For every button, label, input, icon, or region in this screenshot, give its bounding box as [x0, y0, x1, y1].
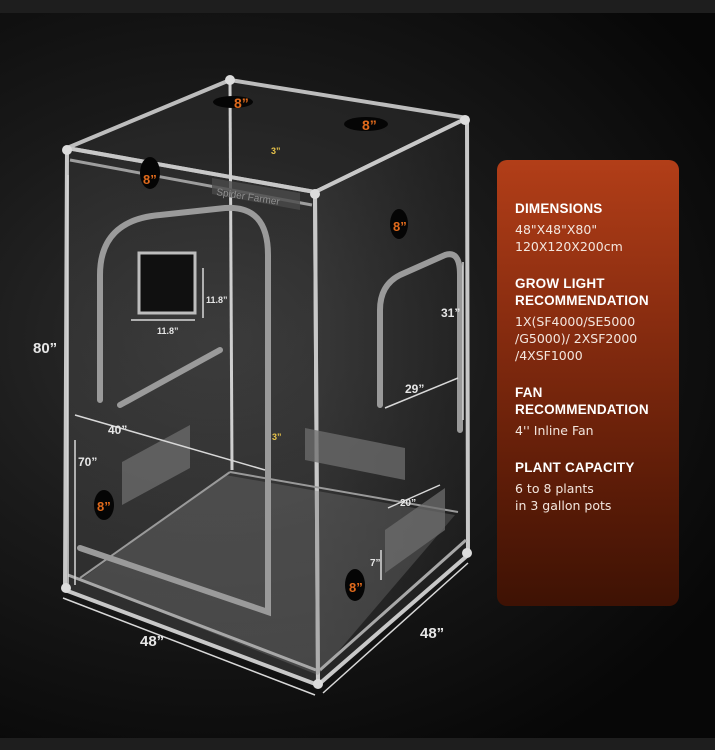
- spec-title: GROW LIGHT RECOMMENDATION: [515, 276, 649, 308]
- spec-body: 48"X48"X80" 120X120X200cm: [515, 222, 623, 254]
- side-vent: [385, 488, 445, 573]
- spec-title: FAN RECOMMENDATION: [515, 385, 649, 417]
- port-side-lower: [345, 569, 365, 601]
- dimension-lines: [62, 175, 469, 696]
- back-vent: [305, 428, 405, 480]
- port-top-left-label: 8”: [234, 95, 249, 111]
- spec-plant-capacity: PLANT CAPACITY 6 to 8 plants in 3 gallon…: [515, 459, 679, 514]
- door-height-label: 70”: [78, 455, 97, 469]
- height-label: 80”: [33, 340, 57, 357]
- spec-body: 4'' Inline Fan: [515, 423, 594, 438]
- side-door-outline: [377, 251, 463, 433]
- spec-body: 1X(SF4000/SE5000 /G5000)/ 2XSF2000 /4XSF…: [515, 314, 638, 363]
- back-pole: [228, 81, 234, 471]
- spec-grow-light: GROW LIGHT RECOMMENDATION 1X(SF4000/SE50…: [515, 275, 679, 364]
- top-bar: [0, 0, 715, 13]
- window-width-label: 11.8”: [157, 326, 179, 336]
- port-mid-label: 3”: [272, 432, 282, 442]
- port-front-lower-label: 8”: [97, 499, 111, 514]
- port-side-upper-label: 8”: [393, 219, 407, 234]
- side-door-height-label: 31”: [441, 306, 460, 320]
- port-top-right-label: 8”: [362, 117, 377, 133]
- vent-width-label: 20”: [400, 498, 416, 509]
- door-zipper-flap: [117, 347, 223, 408]
- side-bottom-rail: [319, 538, 467, 672]
- front-bottom-rail: [67, 573, 317, 672]
- spec-panel: DIMENSIONS 48"X48"X80" 120X120X200cm GRO…: [497, 160, 679, 606]
- side-width-label: 48”: [420, 625, 444, 642]
- port-side-upper: [390, 209, 408, 239]
- port-top-mid-label: 3”: [271, 146, 281, 156]
- spec-body: 6 to 8 plants in 3 gallon pots: [515, 481, 612, 513]
- front-door-outline: [77, 204, 271, 617]
- spec-fan: FAN RECOMMENDATION 4'' Inline Fan: [515, 384, 679, 439]
- spec-title: DIMENSIONS: [515, 201, 603, 216]
- spec-title: PLANT CAPACITY: [515, 460, 635, 475]
- back-floor-edge-left: [79, 471, 231, 579]
- port-side-lower-label: 8”: [349, 580, 363, 595]
- front-width-label: 48”: [140, 633, 164, 650]
- port-top-right: [344, 117, 388, 131]
- vent-height-label: 7”: [370, 558, 381, 569]
- window-height-label: 11.8”: [206, 295, 228, 305]
- spec-dimensions: DIMENSIONS 48"X48"X80" 120X120X200cm: [515, 200, 679, 255]
- port-front-upper: [140, 157, 160, 189]
- port-front-upper-label: 8”: [143, 172, 157, 187]
- door-width-label: 40”: [108, 423, 127, 437]
- port-top-left: [213, 96, 253, 108]
- corner-joints: [61, 75, 472, 689]
- window: [137, 251, 197, 315]
- front-vent: [122, 425, 190, 505]
- side-door-width-label: 29”: [405, 382, 424, 396]
- bottom-bar: [0, 738, 715, 750]
- port-front-lower: [94, 490, 114, 520]
- logo-strip: [212, 178, 300, 210]
